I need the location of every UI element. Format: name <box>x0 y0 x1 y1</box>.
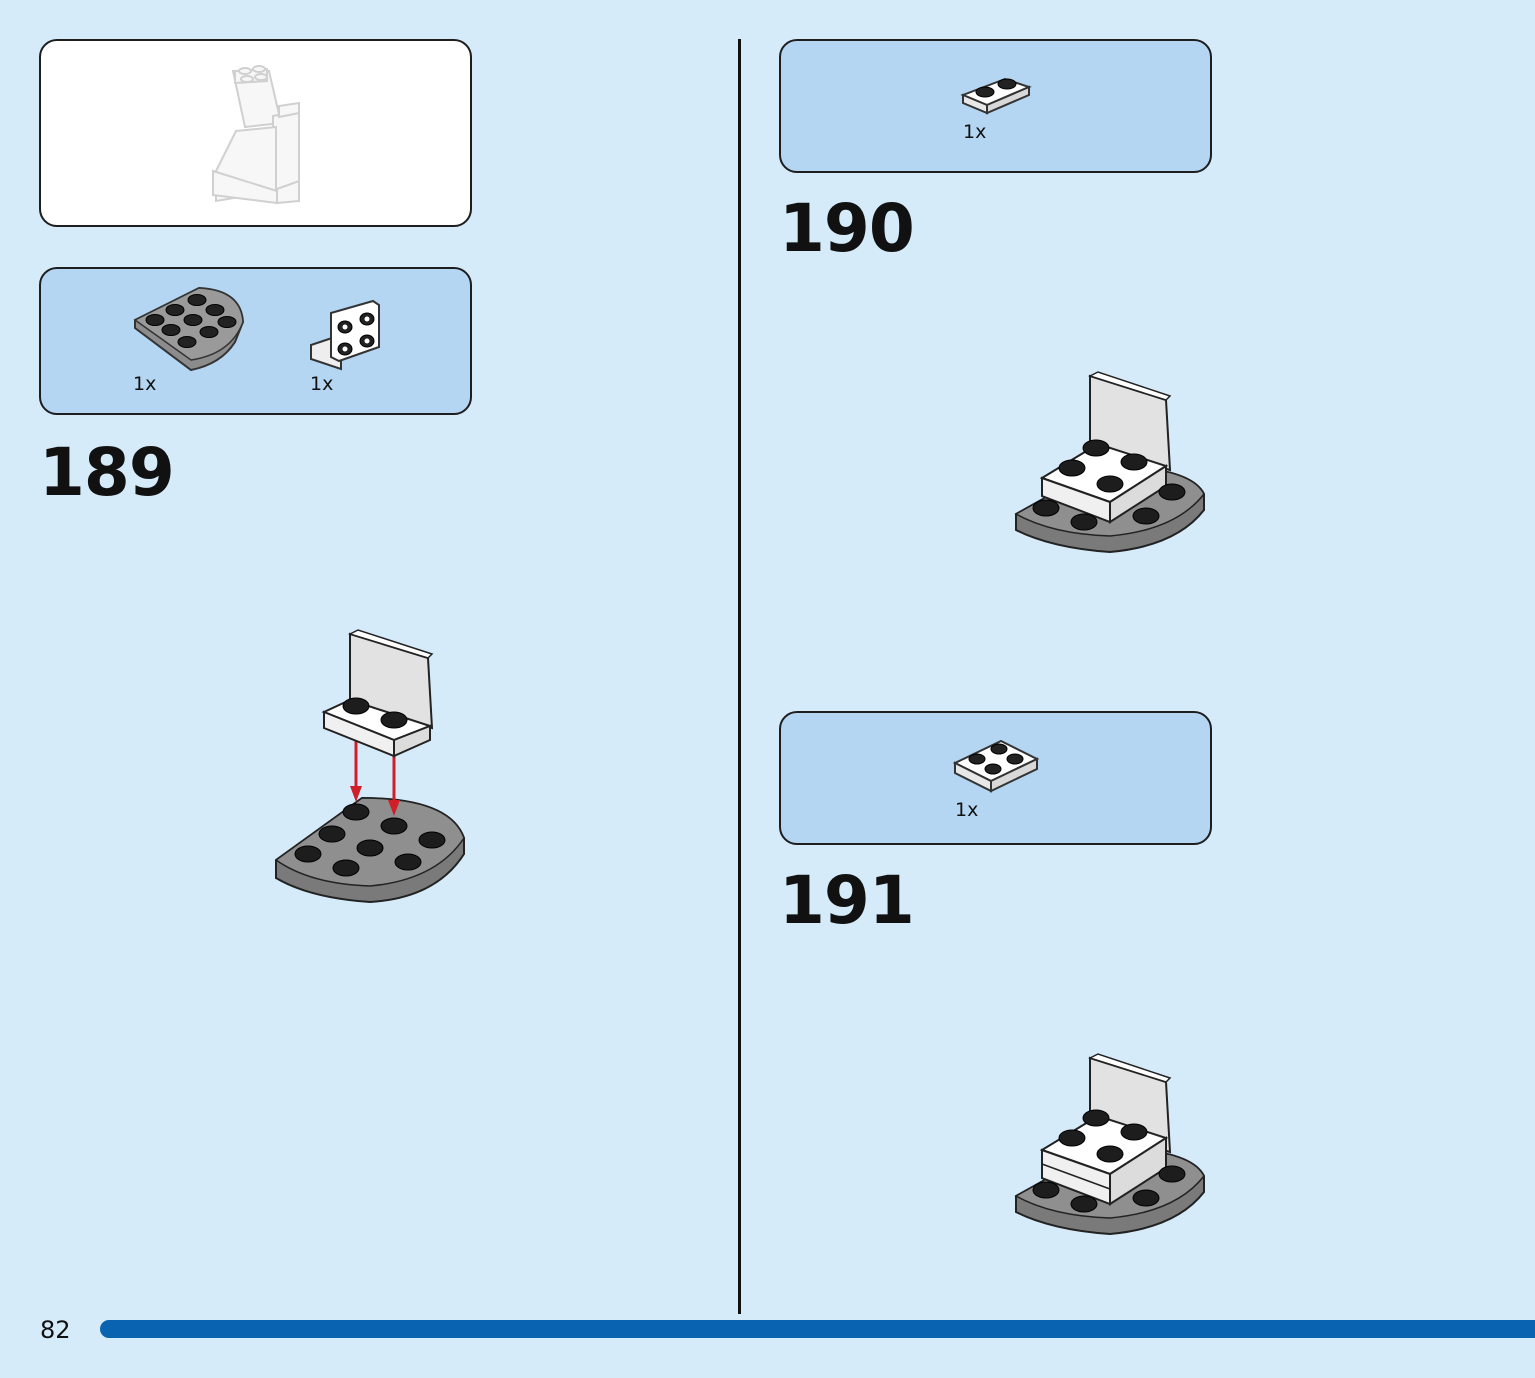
step-number-189: 189 <box>39 434 175 511</box>
step-number-190: 190 <box>779 190 915 267</box>
page-number: 82 <box>40 1316 71 1344</box>
parts-list-step-190: 1x <box>779 39 1212 173</box>
ghost-model-icon <box>212 65 300 205</box>
step-number-191: 191 <box>779 862 915 939</box>
part-qty-white-plate-2x2: 1x <box>955 799 979 821</box>
white-plate-2x2-icon <box>952 739 1040 793</box>
step-189-assembly <box>274 629 465 904</box>
part-qty-grey-plate: 1x <box>133 373 157 395</box>
part-qty-white-bracket: 1x <box>310 373 334 395</box>
page-footer-bar <box>100 1320 1535 1338</box>
parts-list-step-191: 1x <box>779 711 1212 845</box>
model-preview-box <box>39 39 472 227</box>
part-qty-white-plate-1x2: 1x <box>963 121 987 143</box>
grey-round-corner-plate-icon <box>133 286 245 372</box>
step-191-assembly <box>1014 1053 1205 1236</box>
white-plate-1x2-icon <box>960 77 1032 115</box>
white-bracket-icon <box>310 299 380 371</box>
column-divider <box>738 39 741 1314</box>
step-190-assembly <box>1014 371 1205 554</box>
parts-list-step-189: 1x 1x <box>39 267 472 415</box>
